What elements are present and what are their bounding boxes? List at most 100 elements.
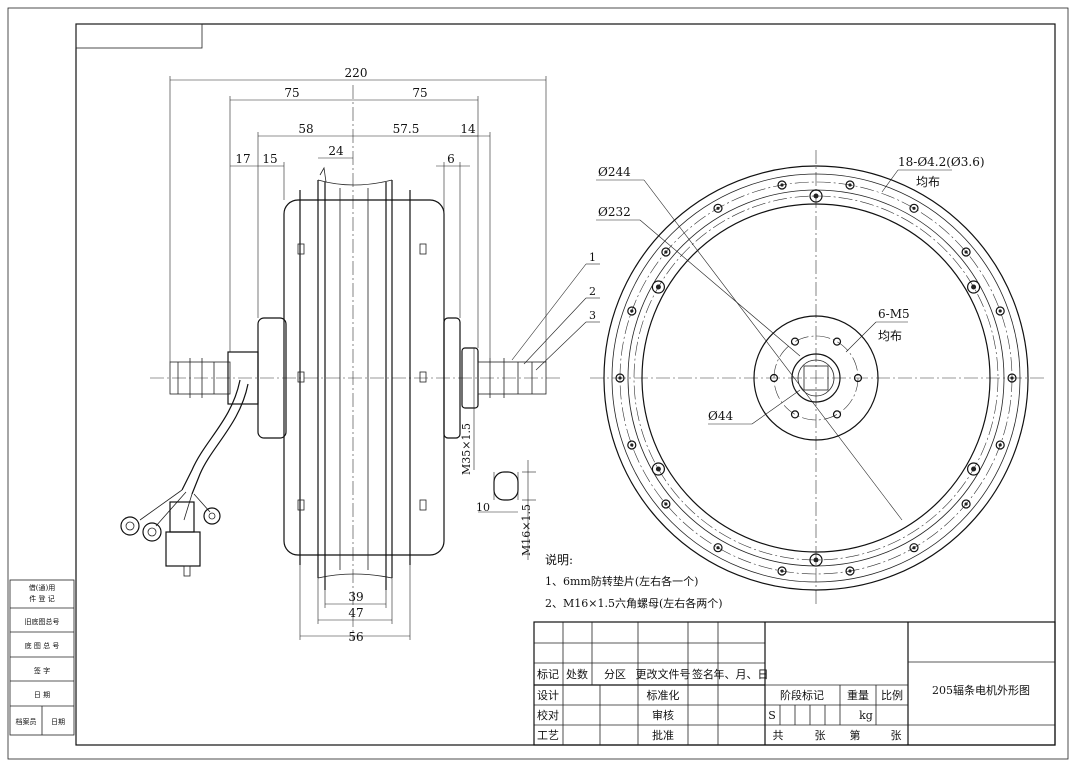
spoke-hole-core — [630, 309, 634, 313]
tb-kg: kg — [859, 709, 873, 722]
dim-47: 47 — [348, 606, 363, 620]
spoke-hole-core — [998, 309, 1002, 313]
side-strip-r3: 底 图 总 号 — [25, 641, 60, 650]
tb-total: 共 — [773, 729, 784, 742]
dim-10: 10 — [476, 501, 490, 514]
tb-h-zone: 分区 — [604, 668, 626, 681]
dim-14: 14 — [460, 122, 476, 136]
notes-line1: 1、6mm防转垫片(左右各一个) — [545, 574, 698, 588]
hub-bolt-holes — [769, 337, 863, 419]
tb-stage-mark: 阶段标记 — [780, 688, 824, 702]
tb-h-docno: 更改文件号 — [636, 667, 691, 681]
spoke-hole — [961, 247, 971, 257]
dim-m35: M35×1.5 — [460, 423, 473, 475]
label-holes-6: 6-M5 — [878, 307, 910, 321]
tb-sheet-no: 第 — [850, 728, 861, 742]
side-strip-r1b: 件 登 记 — [29, 594, 54, 603]
side-view: 220 75 75 58 57.5 14 17 15 24 6 39 47 56… — [120, 66, 600, 644]
spoke-hole-core — [848, 183, 852, 187]
spoke-hole-core — [998, 443, 1002, 447]
spoke-hole — [845, 566, 855, 576]
spoke-hole — [777, 566, 787, 576]
drawing-title: 205辐条电机外形图 — [932, 683, 1030, 697]
cover-bolt-core — [971, 284, 977, 290]
spoke-hole-core — [1010, 376, 1014, 380]
dim-15: 15 — [262, 152, 277, 166]
spoke-hole — [661, 499, 671, 509]
label-dia-44: Ø44 — [708, 409, 733, 423]
tb-process: 工艺 — [537, 729, 559, 742]
dim-6: 6 — [447, 152, 455, 166]
dim-m16: M16×1.5 — [520, 504, 533, 556]
spoke-hole — [995, 440, 1005, 450]
side-strip-r6a: 档案员 — [16, 717, 37, 726]
hub-m5-hole — [790, 337, 800, 346]
dim-220: 220 — [345, 66, 368, 80]
dim-75-right: 75 — [412, 86, 427, 100]
spoke-hole — [995, 306, 1005, 316]
cover-bolt — [651, 462, 666, 476]
spoke-hole-core — [716, 546, 720, 550]
spoke-hole — [627, 306, 637, 316]
side-strip-r5: 日 期 — [34, 691, 50, 699]
tb-weight: 重量 — [847, 688, 869, 702]
label-holes-18-note: 均布 — [916, 175, 940, 189]
hub-m5-hole — [832, 410, 842, 419]
spoke-hole — [845, 180, 855, 190]
spoke-hole-core — [664, 250, 668, 254]
dim-58: 58 — [298, 122, 313, 136]
dim-75-left: 75 — [284, 86, 299, 100]
callout-1: 1 — [589, 251, 596, 264]
dim-17: 17 — [235, 152, 250, 166]
tb-design: 设计 — [537, 689, 559, 702]
spoke-hole — [961, 499, 971, 509]
hub-m5-hole — [832, 337, 842, 346]
spoke-hole-core — [780, 183, 784, 187]
front-view: Ø244 Ø232 Ø44 18-Ø4.2(Ø3.6) 均布 6-M5 均布 — [590, 150, 1045, 605]
label-holes-6-note: 均布 — [878, 329, 902, 343]
spoke-hole-core — [716, 206, 720, 210]
cover-bolt-core — [971, 466, 977, 472]
dim-39: 39 — [348, 590, 363, 604]
side-strip-r2: 旧底图总号 — [25, 617, 60, 626]
spoke-hole-core — [964, 502, 968, 506]
title-block: 标记 处数 分区 更改文件号 签名 年、月、日 设计 标准化 校对 审核 工艺 … — [533, 621, 1056, 746]
cover-bolt-core — [655, 284, 661, 290]
dim-57-5: 57.5 — [393, 122, 420, 136]
hub-m5-hole — [853, 373, 863, 383]
spoke-hole — [909, 543, 919, 553]
cover-bolt — [966, 280, 981, 294]
tb-approve: 批准 — [652, 728, 674, 742]
tb-h-mark: 标记 — [537, 667, 559, 681]
spoke-hole — [615, 373, 625, 383]
label-dia-244: Ø244 — [598, 165, 631, 179]
spoke-hole — [627, 440, 637, 450]
hub-m5-hole — [769, 373, 779, 383]
tb-s-letter: S — [768, 709, 776, 722]
spoke-hole — [661, 247, 671, 257]
tb-h-count: 处数 — [566, 668, 588, 681]
callout-3: 3 — [589, 309, 596, 322]
spoke-hole-core — [664, 502, 668, 506]
cover-bolt — [809, 553, 823, 567]
cover-bolt-core — [655, 466, 661, 472]
notes-heading: 说明: — [545, 552, 573, 567]
tb-check: 校对 — [537, 708, 559, 722]
side-strip-r4: 签 字 — [34, 666, 50, 675]
cover-bolt — [966, 462, 981, 476]
side-strip-r1a: 借(通)用 — [29, 583, 55, 592]
top-left-box — [75, 23, 203, 49]
callout-2: 2 — [589, 285, 596, 298]
inner-bolt-holes — [651, 189, 981, 567]
cover-bolt — [651, 280, 666, 294]
outer-bolt-holes — [615, 180, 1017, 576]
cover-bolt-core — [813, 557, 819, 563]
side-strip-r6b: 日期 — [51, 718, 65, 726]
tb-scale: 比例 — [881, 688, 903, 702]
notes-line2: 2、M16×1.5六角螺母(左右各两个) — [545, 596, 723, 610]
cover-bolt — [809, 189, 823, 203]
tb-sheets: 张 — [815, 729, 826, 742]
notes: 说明: 1、6mm防转垫片(左右各一个) 2、M16×1.5六角螺母(左右各两个… — [545, 552, 723, 610]
label-holes-18: 18-Ø4.2(Ø3.6) — [898, 155, 985, 169]
